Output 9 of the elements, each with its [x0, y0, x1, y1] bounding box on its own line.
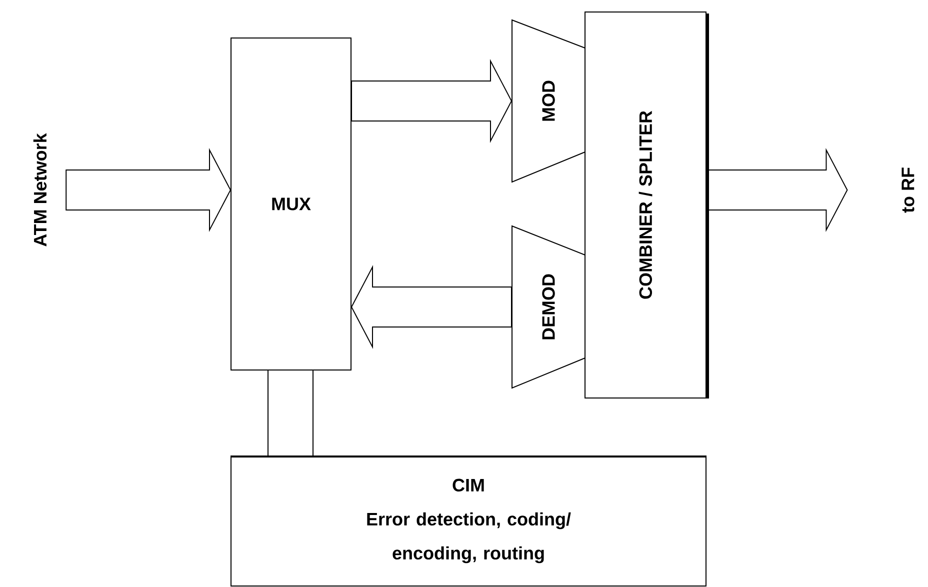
process-box: MUX	[230, 38, 352, 370]
block-arrow	[706, 148, 848, 232]
bus-lines	[268, 370, 314, 456]
side-label: to RF	[902, 168, 914, 213]
block-arrow	[350, 264, 512, 350]
block-arrow	[66, 148, 232, 232]
block-arrow	[351, 58, 512, 144]
process-box: CIM Error detection, coding/ encoding, routing	[230, 456, 706, 586]
side-label: ATM Network	[33, 133, 47, 246]
